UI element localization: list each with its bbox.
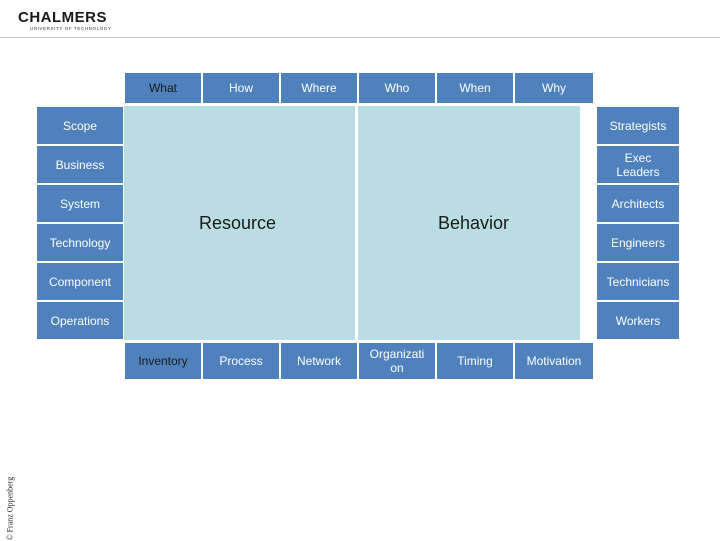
row-header-technology: Technology	[36, 223, 124, 262]
column-label-inventory: Inventory	[124, 342, 202, 380]
framework-center-area	[124, 106, 580, 340]
row-label-exec-leaders: Exec Leaders	[596, 145, 680, 184]
row-label-engineers: Engineers	[596, 223, 680, 262]
row-header-scope: Scope	[36, 106, 124, 145]
column-header-who: Who	[358, 72, 436, 104]
zone-label-behavior: Behavior	[438, 213, 510, 233]
logo-wordmark: CHALMERS	[18, 9, 107, 26]
column-header-what: What	[124, 72, 202, 104]
row-header-system: System	[36, 184, 124, 223]
zone-label-resource: Resource	[199, 213, 277, 233]
row-header-operations: Operations	[36, 301, 124, 340]
column-header-why: Why	[514, 72, 594, 104]
row-label-architects: Architects	[596, 184, 680, 223]
copyright-notice: © Franz Oppenberg	[5, 476, 15, 541]
column-label-organization: Organizati on	[358, 342, 436, 380]
row-header-business: Business	[36, 145, 124, 184]
column-label-process: Process	[202, 342, 280, 380]
column-label-motivation: Motivation	[514, 342, 594, 380]
column-header-when: When	[436, 72, 514, 104]
center-divider	[355, 106, 358, 340]
column-header-how: How	[202, 72, 280, 104]
row-label-workers: Workers	[596, 301, 680, 340]
header-divider	[0, 37, 720, 38]
column-label-network: Network	[280, 342, 358, 380]
column-label-timing: Timing	[436, 342, 514, 380]
logo-subtitle: UNIVERSITY OF TECHNOLOGY	[30, 26, 112, 31]
chalmers-logo: CHALMERS UNIVERSITY OF TECHNOLOGY	[18, 10, 112, 32]
row-label-strategists: Strategists	[596, 106, 680, 145]
column-header-where: Where	[280, 72, 358, 104]
row-label-technicians: Technicians	[596, 262, 680, 301]
row-header-component: Component	[36, 262, 124, 301]
